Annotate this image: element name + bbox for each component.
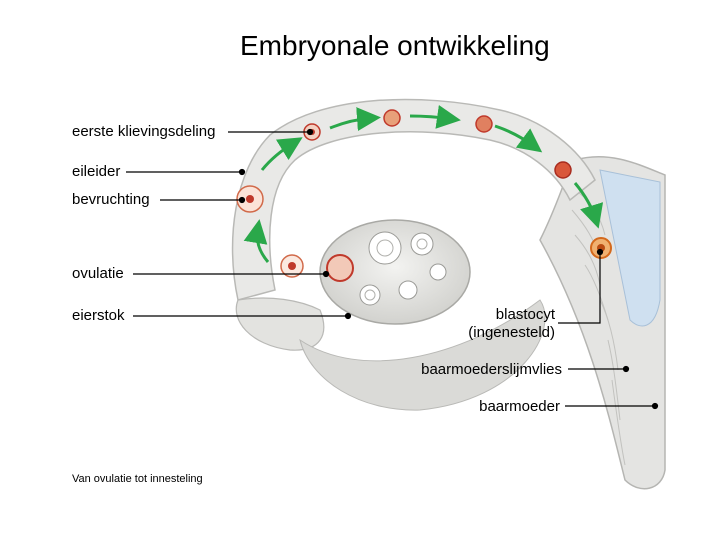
label-eileider: eileider [72,163,120,181]
caption: Van ovulatie tot innesteling [72,473,203,485]
label-eerste-klievingsdeling: eerste klievingsdeling [72,123,215,141]
label-blastocyt-line1: blastocyt [455,306,555,324]
morula-1 [384,110,400,126]
label-bevruchting: bevruchting [72,191,150,209]
implanted-blastocyst [591,238,611,258]
label-baarmoederslijmvlies: baarmoederslijmvlies [400,361,562,379]
fimbriae [236,298,323,350]
label-baarmoeder: baarmoeder [440,398,560,416]
label-eierstok: eierstok [72,307,125,325]
label-blastocyt: blastocyt (ingenesteld) [455,306,555,342]
morula-3 [555,162,571,178]
ruptured-follicle [327,255,353,281]
morula-2 [476,116,492,132]
label-ovulatie: ovulatie [72,265,124,283]
label-blastocyt-line2: (ingenesteld) [455,324,555,342]
